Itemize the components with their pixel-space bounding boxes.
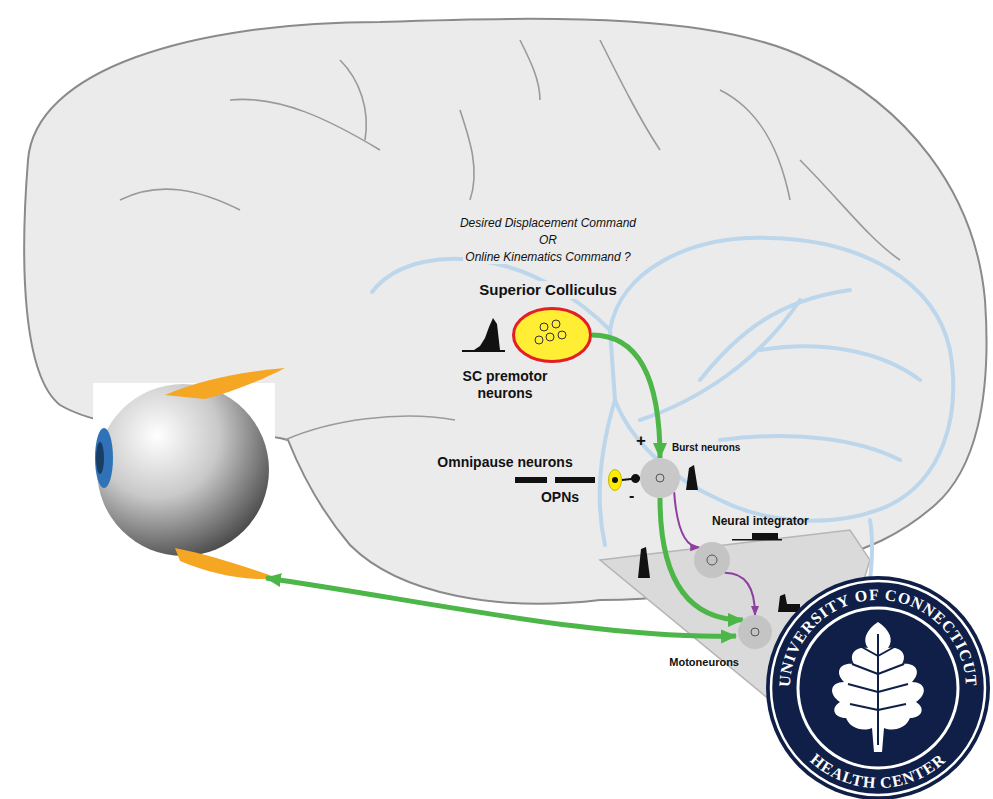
oculomotor-projection — [266, 578, 736, 636]
structure-title: Superior Colliculus — [477, 281, 619, 299]
brain-outline — [24, 19, 986, 604]
logo-arc-text: HEALTH CENTER — [807, 750, 948, 791]
eyeball — [97, 384, 269, 556]
integrator-projection — [674, 492, 699, 547]
logo-text: HEALTH CENTER — [807, 750, 948, 791]
pupil — [96, 442, 104, 474]
structure-label: Omnipause neurons — [437, 454, 572, 471]
inhibitory-projection — [622, 478, 640, 480]
omnipause-neurons: Omnipause neuronsOPNs — [608, 469, 622, 491]
structure-label: OPNs — [541, 489, 579, 506]
node-shape — [512, 307, 592, 363]
node-shape — [640, 458, 680, 498]
eye-muscle-bottom — [175, 548, 278, 579]
structure-label: Burst neurons — [672, 442, 740, 454]
logo-text: UNIVERSITY OF CONNECTICUT — [776, 586, 980, 688]
question-text: Desired Displacement Command — [458, 216, 638, 230]
burst-neurons: Burst neurons — [640, 458, 680, 498]
superior-colliculus: Superior ColliculusSC premotor neurons — [512, 307, 592, 363]
structure-label: SC premotor neurons — [439, 368, 571, 402]
university-logo: UNIVERSITY OF CONNECTICUT HEALTH CENTER — [766, 576, 990, 799]
eye-background — [93, 383, 275, 555]
node-shape — [738, 615, 772, 649]
iris — [95, 428, 113, 488]
node-shape — [608, 469, 622, 491]
motoneurons: Motoneurons — [738, 615, 772, 649]
integrator-projection — [725, 573, 755, 615]
inhibition-sign: - — [629, 486, 634, 505]
excitation-sign: + — [636, 431, 646, 451]
eye-muscle-top — [165, 368, 285, 399]
node-shape — [694, 542, 730, 578]
structure-label: Motoneurons — [669, 656, 739, 669]
excitatory-projection — [592, 335, 660, 458]
question-text: OR — [537, 233, 559, 247]
neural-integrator: Neural integrator — [694, 542, 730, 578]
question-text: Online Kinematics Command ? — [463, 250, 632, 264]
structure-label: Neural integrator — [712, 514, 809, 528]
logo-arc-text: UNIVERSITY OF CONNECTICUT — [776, 586, 980, 688]
